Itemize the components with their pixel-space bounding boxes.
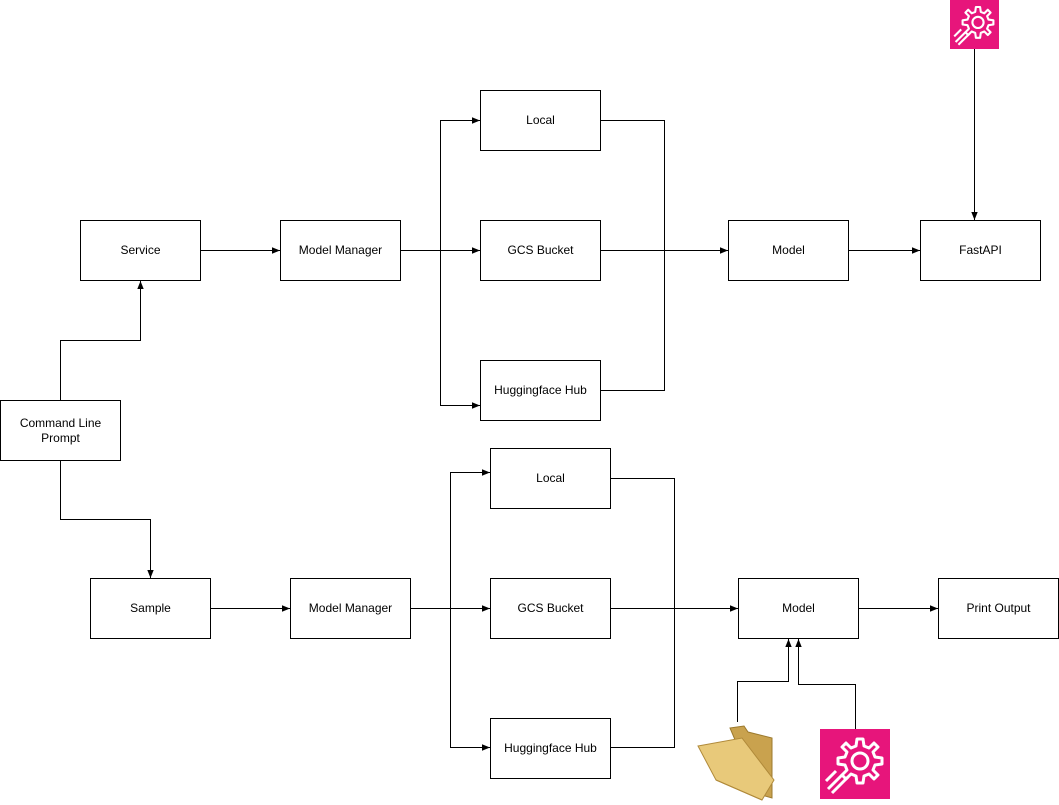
edge-icon-to-model xyxy=(795,639,856,729)
edge-folder-to-model xyxy=(737,639,792,722)
node-model-manager-top: Model Manager xyxy=(280,220,401,281)
edge-cli-to-sample xyxy=(60,461,154,578)
gear-service-icon xyxy=(820,729,890,799)
node-model-manager-bottom: Model Manager xyxy=(290,578,411,639)
node-command-line-prompt: Command Line Prompt xyxy=(0,400,121,461)
node-fastapi: FastAPI xyxy=(920,220,1041,281)
node-local-top: Local xyxy=(480,90,601,151)
edge-model-manager-to-hf xyxy=(440,250,480,409)
edge-model-manager-to-local-bottom xyxy=(450,469,490,609)
node-huggingface-hub-top: Huggingface Hub xyxy=(480,360,601,421)
folder-icon xyxy=(697,725,775,801)
node-local-bottom: Local xyxy=(490,448,611,509)
edge-local-to-model-bottom xyxy=(611,478,675,609)
node-huggingface-hub-bottom: Huggingface Hub xyxy=(490,718,611,779)
node-sample: Sample xyxy=(90,578,211,639)
node-service: Service xyxy=(80,220,201,281)
gear-service-icon xyxy=(950,0,999,49)
edge-hf-to-model-bottom xyxy=(611,608,675,748)
edge-model-manager-to-local xyxy=(440,117,480,251)
node-gcs-bucket-bottom: GCS Bucket xyxy=(490,578,611,639)
edge-cli-to-service xyxy=(60,281,144,400)
node-model-bottom: Model xyxy=(738,578,859,639)
edge-model-manager-to-hf-bottom xyxy=(450,608,490,751)
node-model-top: Model xyxy=(728,220,849,281)
node-gcs-bucket-top: GCS Bucket xyxy=(480,220,601,281)
node-print-output: Print Output xyxy=(938,578,1059,639)
edge-hf-to-model xyxy=(601,250,665,391)
edge-local-to-model xyxy=(601,120,665,251)
